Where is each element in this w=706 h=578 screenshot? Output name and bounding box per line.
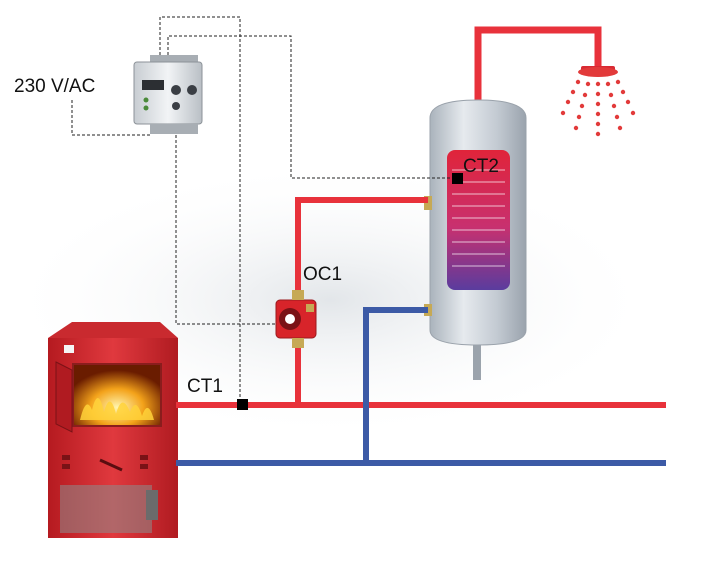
hot-water-tank — [424, 99, 527, 380]
pump-oc1-label: OC1 — [303, 264, 343, 285]
tank-heating-coil — [447, 150, 510, 290]
controller-module — [133, 55, 203, 134]
sensor-ct2-label: CT2 — [463, 156, 499, 177]
shower-head-icon — [560, 67, 636, 137]
solid-fuel-boiler — [48, 322, 178, 538]
sensor-ct2-marker — [452, 173, 463, 184]
cold-return-pipes — [176, 307, 666, 466]
control-wiring — [71, 16, 457, 403]
circulation-pump — [275, 290, 317, 348]
supply-voltage-label: 230 V/AC — [14, 76, 96, 97]
sensor-ct1-marker — [237, 399, 248, 410]
shower-feed-pipe — [474, 26, 615, 100]
sensor-ct1-label: CT1 — [187, 376, 223, 397]
